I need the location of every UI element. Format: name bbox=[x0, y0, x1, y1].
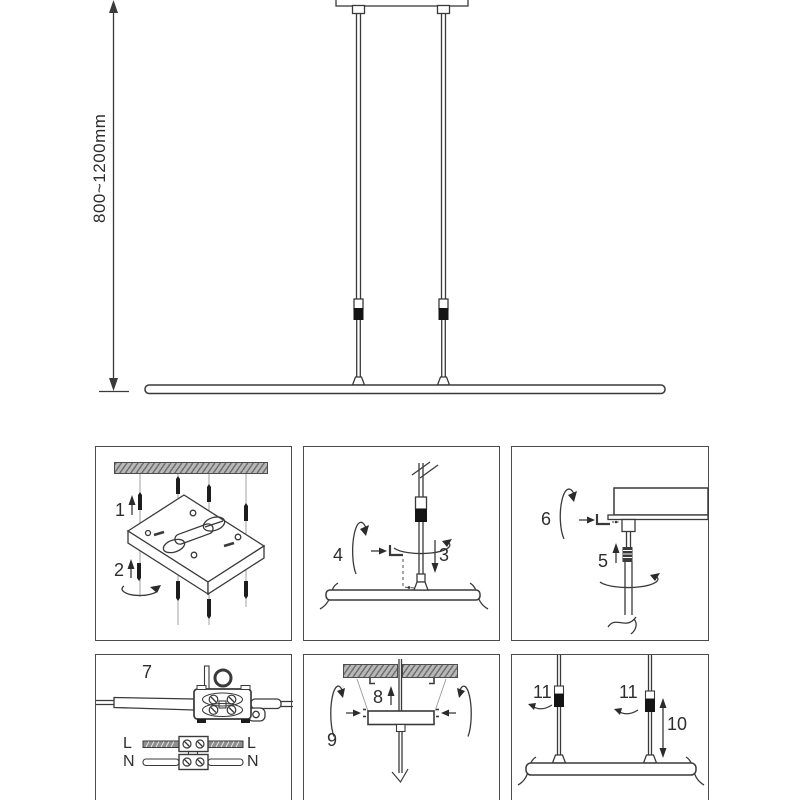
panel-step-1-2-mount-plate: 1 2 bbox=[95, 446, 292, 641]
ceiling-wire bbox=[398, 659, 403, 711]
ceiling-plate bbox=[126, 494, 266, 596]
step-number-11-left: 11 bbox=[533, 682, 552, 702]
neutral-wire-label-left: N bbox=[123, 753, 135, 770]
step-number-11-right: 11 bbox=[619, 682, 638, 702]
rotate-arrow-left bbox=[330, 685, 366, 737]
connector-ring bbox=[203, 665, 233, 690]
rotate-arrow-right bbox=[436, 685, 472, 737]
ceiling-canopy bbox=[335, 0, 469, 15]
step3-arrow bbox=[431, 540, 439, 573]
step4-rotate-arrow bbox=[351, 521, 387, 575]
bracket-tick-left bbox=[369, 678, 375, 685]
step10-double-arrow bbox=[659, 698, 667, 758]
step11-rotate-arrow-right bbox=[614, 708, 639, 715]
panel-step-5-6-rod-to-canopy: 5 6 bbox=[511, 446, 709, 641]
ceiling-hatch-right bbox=[402, 664, 458, 678]
step11-rotate-arrow-left bbox=[528, 703, 553, 710]
step8-arrow bbox=[387, 686, 395, 705]
step-number-4: 4 bbox=[333, 545, 344, 565]
height-dimension-line bbox=[99, 0, 129, 393]
rod bbox=[411, 461, 439, 583]
screws-down bbox=[137, 563, 248, 619]
wire-connector-drawing bbox=[96, 665, 293, 771]
adjust-rod-left bbox=[551, 655, 567, 764]
ceiling-hatch-left bbox=[343, 664, 398, 678]
step-number-7: 7 bbox=[142, 662, 153, 682]
height-adjust-drawing bbox=[517, 655, 705, 786]
hanging-rod bbox=[391, 731, 409, 784]
panel-step-8-9-canopy: 8 9 bbox=[303, 654, 500, 800]
panel-step-7-wiring: 7 L L N N bbox=[95, 654, 293, 800]
step2-arrow bbox=[127, 559, 135, 578]
bracket-tick-right bbox=[429, 678, 435, 685]
height-dimension-label: 800~1200mm bbox=[90, 113, 109, 223]
guide-lines bbox=[356, 678, 447, 712]
allen-key-icon bbox=[595, 514, 621, 526]
panel-step-3-4-rod-to-bar: 3 4 bbox=[303, 446, 500, 641]
rod-to-canopy-drawing bbox=[559, 487, 709, 635]
adjust-rod-right bbox=[642, 655, 658, 764]
plate-holes bbox=[144, 509, 242, 559]
step5-arrow bbox=[612, 543, 620, 563]
lamp-bar-section bbox=[517, 756, 705, 786]
step-number-1: 1 bbox=[115, 500, 126, 520]
suspension-rod-left bbox=[351, 13, 366, 386]
step-number-2: 2 bbox=[114, 560, 125, 580]
lamp-bar-section bbox=[319, 581, 489, 610]
allen-key-icon bbox=[388, 545, 416, 589]
connector-body bbox=[193, 685, 252, 723]
wiring-diagram bbox=[142, 735, 244, 771]
pendant-lamp-overview-drawing bbox=[99, 0, 666, 395]
rod-to-bar-drawing bbox=[319, 461, 489, 610]
mount-plate-drawing bbox=[121, 474, 266, 625]
step1-arrow bbox=[128, 495, 136, 515]
step-number-6: 6 bbox=[541, 509, 552, 529]
neutral-wire-label-right: N bbox=[247, 753, 259, 770]
threaded-rod bbox=[607, 531, 637, 635]
step-number-9: 9 bbox=[327, 730, 338, 750]
rotate-arrow bbox=[121, 585, 161, 597]
screws-up bbox=[138, 476, 248, 521]
rotate-arrow bbox=[599, 573, 660, 589]
step-number-8: 8 bbox=[373, 687, 384, 707]
step-number-5: 5 bbox=[598, 551, 609, 571]
suspension-rod-right bbox=[436, 13, 451, 386]
canopy-mount-drawing bbox=[330, 659, 472, 784]
rotate-arrow bbox=[393, 539, 452, 555]
live-wire-label-left: L bbox=[123, 735, 132, 752]
ceiling-hatch bbox=[114, 462, 268, 474]
canopy-section bbox=[607, 487, 709, 533]
panel-step-10-11-adjustment: 11 11 10 bbox=[511, 654, 709, 800]
canopy bbox=[367, 710, 435, 733]
lamp-bar bbox=[144, 384, 666, 395]
step-number-3: 3 bbox=[439, 545, 450, 565]
step6-rotate-arrow bbox=[559, 488, 595, 540]
step-number-10: 10 bbox=[667, 714, 688, 734]
live-wire-label-right: L bbox=[247, 735, 256, 752]
